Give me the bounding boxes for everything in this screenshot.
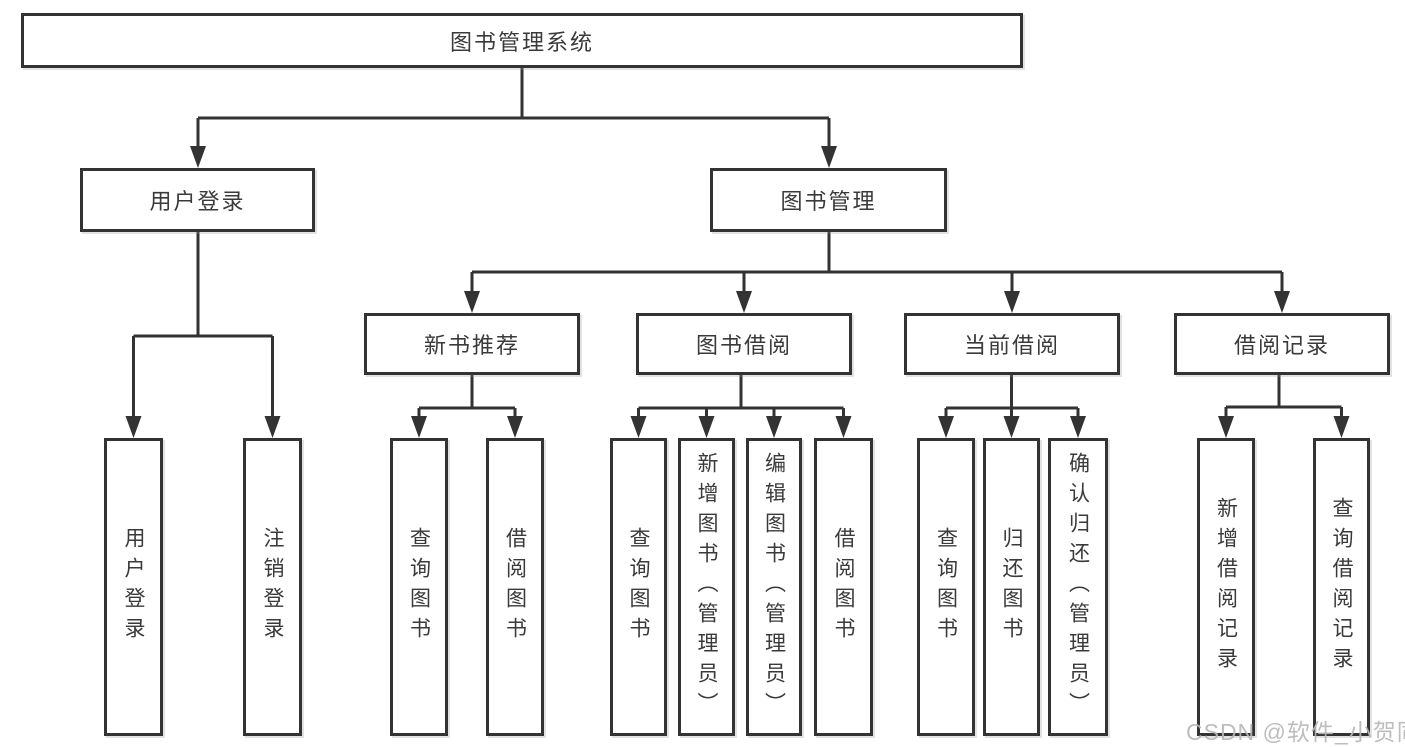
- node-book-borrowing-label: 图书借阅: [695, 333, 792, 358]
- leaf-borrow-books-2-label: 借阅图书: [832, 527, 855, 647]
- leaf-borrow-books-1: 借阅图书: [486, 438, 544, 736]
- connector-user-login: [132, 232, 274, 422]
- node-borrowing-records: 借阅记录: [1174, 313, 1390, 375]
- watermark: CSDN @软件_小贺同学: [1186, 719, 1405, 745]
- arrowheads: [125, 146, 1350, 438]
- leaf-edit-books-admin-label: 编辑图书（管理员）: [762, 452, 786, 722]
- connector-new-book: [417, 375, 517, 422]
- leaf-borrow-books-2: 借阅图书: [814, 438, 873, 736]
- leaf-query-borrow-record-label: 查询借阅记录: [1330, 497, 1353, 677]
- connector-root: [196, 68, 831, 146]
- leaf-return-books: 归还图书: [983, 438, 1040, 736]
- leaf-query-borrow-record: 查询借阅记录: [1313, 438, 1370, 736]
- node-book-management-label: 图书管理: [780, 189, 877, 214]
- leaf-return-books-label: 归还图书: [1000, 527, 1023, 647]
- leaf-query-books-2: 查询图书: [610, 438, 667, 736]
- leaf-user-login-label: 用户登录: [122, 527, 145, 647]
- leaf-query-books-1-label: 查询图书: [407, 527, 431, 647]
- leaf-query-books-2-label: 查询图书: [627, 527, 650, 647]
- leaf-query-books-3-label: 查询图书: [934, 527, 958, 647]
- leaf-query-books-1: 查询图书: [390, 438, 448, 736]
- connector-current: [944, 375, 1080, 422]
- node-root: 图书管理系统: [21, 13, 1023, 68]
- connector-borrowing: [637, 375, 845, 422]
- leaf-logout-label: 注销登录: [261, 527, 284, 647]
- leaf-add-borrow-record: 新增借阅记录: [1197, 438, 1255, 736]
- node-book-management: 图书管理: [710, 168, 947, 232]
- node-new-book-recommend: 新书推荐: [364, 313, 580, 375]
- leaf-add-books-admin: 新增图书（管理员）: [678, 438, 735, 736]
- connector-records: [1224, 375, 1343, 422]
- node-new-book-recommend-label: 新书推荐: [423, 333, 520, 358]
- node-current-borrowing: 当前借阅: [904, 313, 1120, 375]
- leaf-query-books-3: 查询图书: [917, 438, 975, 736]
- leaf-borrow-books-1-label: 借阅图书: [503, 527, 527, 647]
- leaf-add-borrow-record-label: 新增借阅记录: [1214, 497, 1238, 677]
- leaf-user-login: 用户登录: [104, 438, 163, 736]
- leaf-confirm-return-admin-label: 确认归还（管理员）: [1066, 452, 1090, 722]
- node-book-borrowing: 图书借阅: [636, 313, 852, 375]
- node-borrowing-records-label: 借阅记录: [1233, 333, 1330, 358]
- leaf-logout: 注销登录: [243, 438, 302, 736]
- leaf-add-books-admin-label: 新增图书（管理员）: [695, 452, 718, 722]
- leaf-confirm-return-admin: 确认归还（管理员）: [1048, 438, 1108, 736]
- node-current-borrowing-label: 当前借阅: [963, 333, 1060, 358]
- leaf-edit-books-admin: 编辑图书（管理员）: [746, 438, 802, 736]
- node-root-label: 图书管理系统: [449, 29, 594, 55]
- connector-book-mgmt: [470, 232, 1284, 291]
- node-user-login-label: 用户登录: [149, 189, 246, 214]
- node-user-login: 用户登录: [80, 168, 315, 232]
